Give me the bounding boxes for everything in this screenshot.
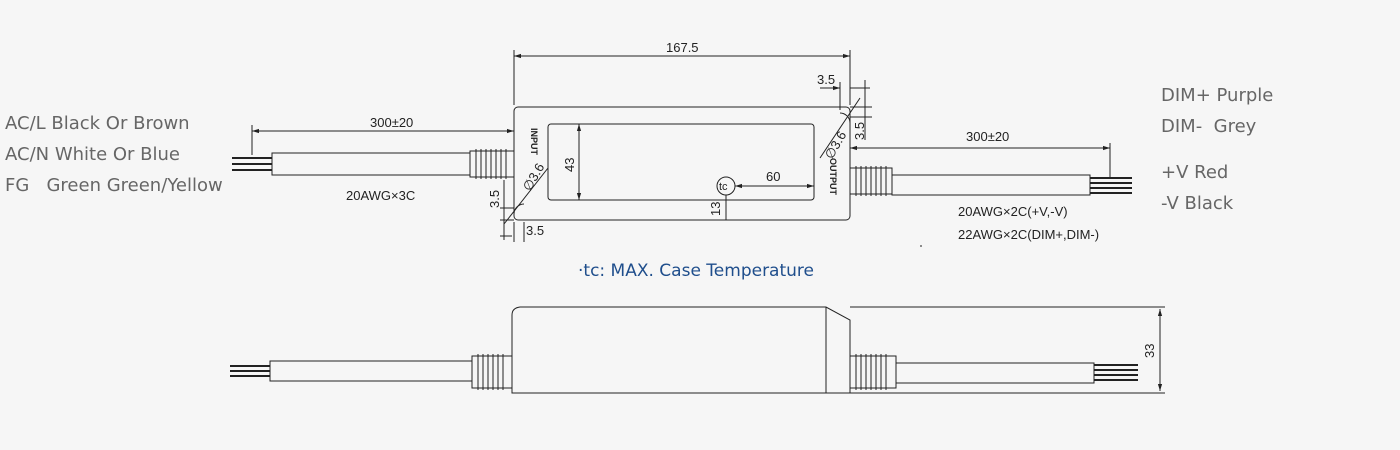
input-strain-relief-top bbox=[469, 149, 515, 179]
dim-offset-side: 3.5 bbox=[852, 122, 867, 140]
dim-width: 43 bbox=[562, 158, 577, 172]
dim-tc-x: 60 bbox=[766, 169, 780, 184]
input-strain-relief-side bbox=[471, 354, 513, 390]
dim-plus-label: DIM+ Purple bbox=[1161, 85, 1274, 106]
input-wire-spec: 20AWG×3C bbox=[346, 188, 415, 203]
ac-l-label: AC/L Black Or Brown bbox=[5, 113, 190, 134]
ac-n-label: AC/N White Or Blue bbox=[5, 144, 180, 165]
dim-offset-bottom: 3.5 bbox=[526, 223, 544, 238]
v-plus-label: +V Red bbox=[1161, 162, 1229, 183]
input-cable-top bbox=[271, 152, 473, 176]
output-cable-top bbox=[891, 174, 1091, 196]
output-strain-relief-side bbox=[849, 354, 897, 390]
dim-wire-color-legend: DIM+ Purple DIM- Grey bbox=[1161, 80, 1273, 142]
output-wire-color-legend: +V Red -V Black bbox=[1161, 157, 1233, 219]
input-wire-color-legend: AC/L Black Or Brown AC/N White Or Blue F… bbox=[5, 108, 223, 201]
dim-height: 33 bbox=[1142, 344, 1157, 358]
output-wire-spec-1: 20AWG×2C(+V,-V) bbox=[958, 204, 1068, 219]
dim-input-cable: 300±20 bbox=[370, 115, 413, 130]
dim-overall-length: 167.5 bbox=[666, 40, 699, 55]
dim-output-cable: 300±20 bbox=[966, 129, 1009, 144]
dim-tc-y: 13 bbox=[708, 202, 723, 216]
dim-offset-left: 3.5 bbox=[487, 190, 502, 208]
output-wire-spec-2: 22AWG×2C(DIM+,DIM-) bbox=[958, 227, 1099, 242]
dim-minus-label: DIM- Grey bbox=[1161, 116, 1257, 137]
v-minus-label: -V Black bbox=[1161, 193, 1234, 214]
mount-hole-right bbox=[839, 112, 851, 124]
output-label: OUTPUT bbox=[828, 158, 838, 196]
output-strain-relief-top bbox=[849, 166, 893, 196]
driver-label-area bbox=[547, 123, 815, 201]
fg-label: FG Green Green/Yellow bbox=[5, 175, 223, 196]
output-cable-side bbox=[895, 362, 1095, 384]
input-cable-side bbox=[269, 360, 475, 382]
tc-label: tc bbox=[719, 181, 728, 193]
dim-offset-top: 3.5 bbox=[817, 72, 835, 87]
driver-body-side bbox=[511, 306, 851, 394]
tc-caption: ·tc: MAX. Case Temperature bbox=[578, 261, 814, 281]
input-label: INPUT bbox=[529, 128, 539, 156]
